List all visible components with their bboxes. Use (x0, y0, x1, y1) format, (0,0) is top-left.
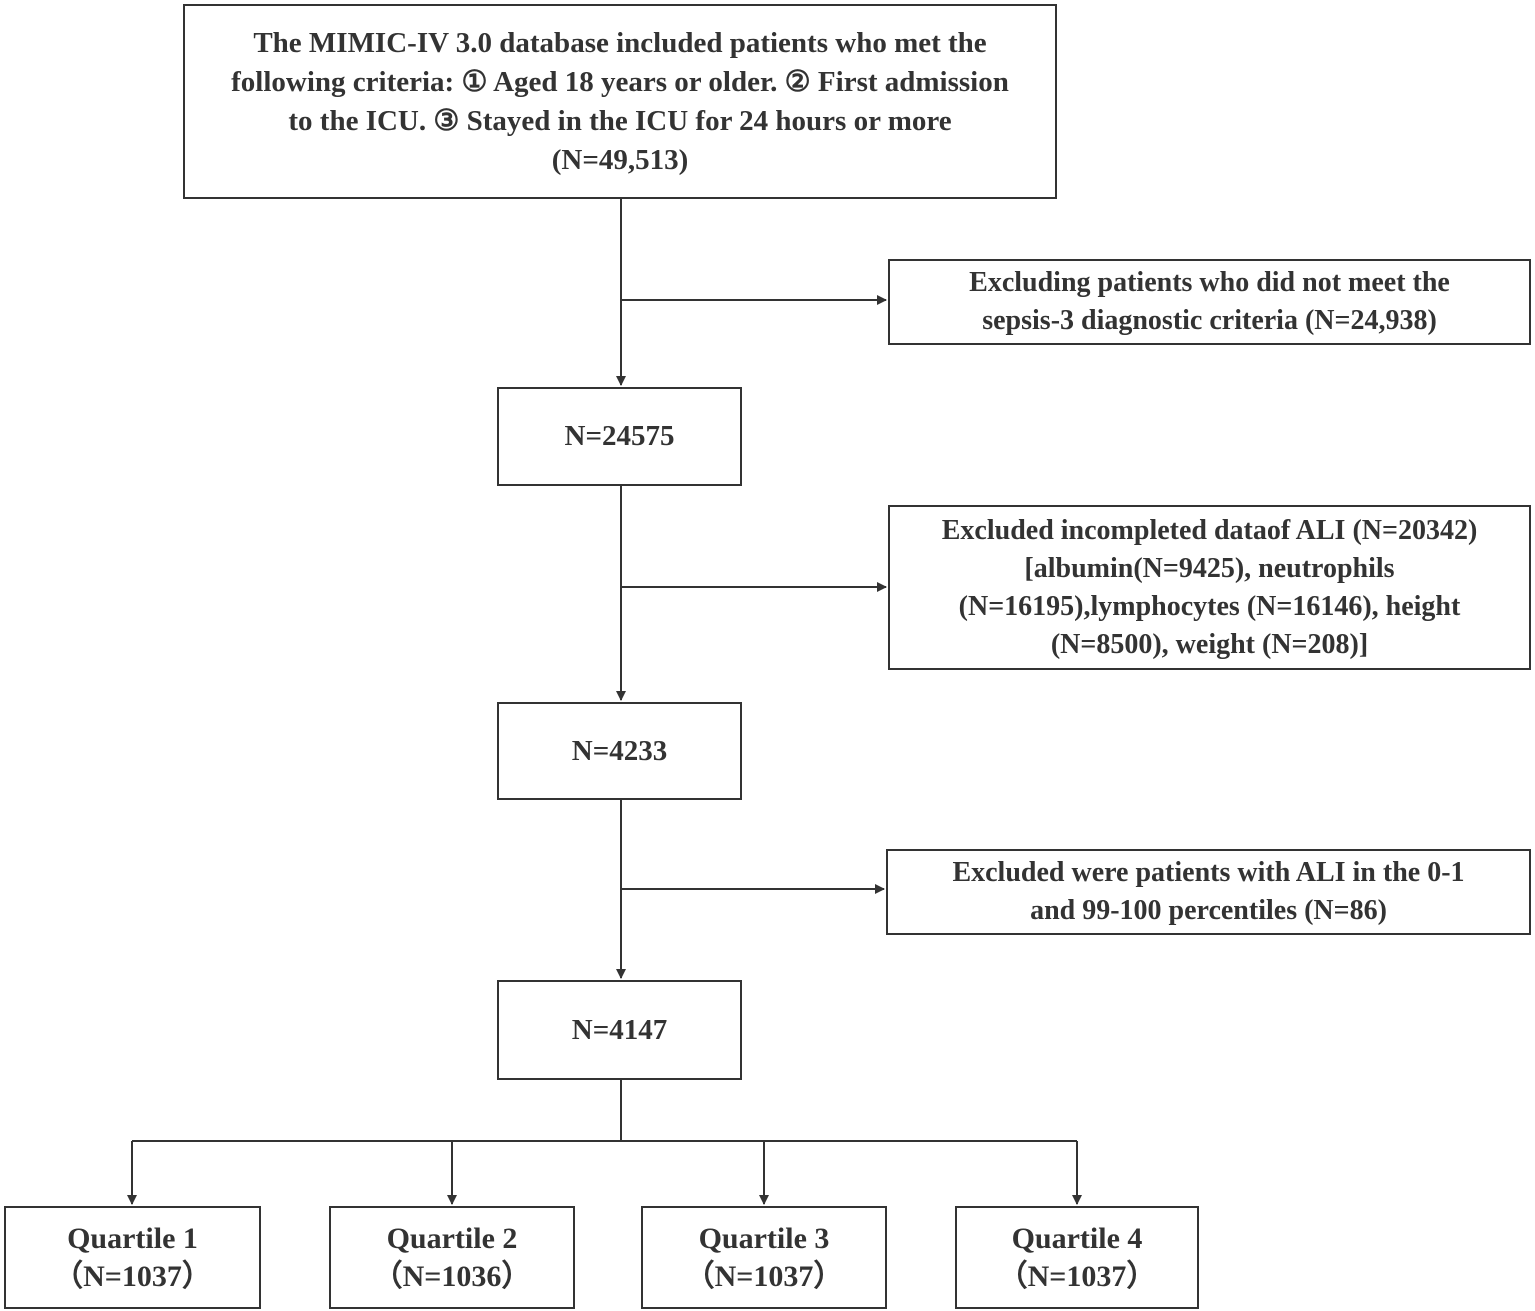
quartile-count: （N=1037） (684, 1259, 844, 1293)
exclusion-line: Excluding patients who did not meet the (969, 267, 1450, 298)
quartile-name: Quartile 3 (698, 1221, 830, 1255)
criteria-line: to the ICU. ③ Stayed in the ICU for 24 h… (288, 104, 952, 137)
exclusion-line: (N=8500), weight (N=208)] (1050, 628, 1369, 660)
exclusion-line: (N=16195),lymphocytes (N=16146), height (958, 590, 1461, 622)
quartile-box-1: Quartile 1 （N=1037） (4, 1206, 261, 1309)
quartile-name: Quartile 4 (1011, 1221, 1143, 1255)
quartile-box-3: Quartile 3 （N=1037） (641, 1206, 887, 1309)
exclusion-line: Excluded incompleted dataof ALI (N=20342… (941, 514, 1478, 546)
quartile-box-2: Quartile 2 （N=1036） (329, 1206, 575, 1309)
criteria-count: (N=49,513) (551, 143, 689, 176)
step-count-label: N=24575 (564, 420, 675, 452)
quartile-box-4: Quartile 4 （N=1037） (955, 1206, 1199, 1309)
step-count-label: N=4233 (571, 734, 668, 767)
criteria-line: following criteria: ① Aged 18 years or o… (231, 65, 1009, 98)
quartile-count: （N=1036） (372, 1259, 532, 1293)
exclusion-box-percentiles: Excluded were patients with ALI in the 0… (886, 849, 1531, 935)
exclusion-line: sepsis-3 diagnostic criteria (N=24,938) (982, 305, 1437, 336)
step-box-n1: N=24575 (497, 387, 742, 486)
quartile-count: （N=1037） (53, 1259, 212, 1293)
step-box-n2: N=4233 (497, 702, 742, 800)
step-box-n3: N=4147 (497, 980, 742, 1080)
criteria-line: The MIMIC-IV 3.0 database included patie… (253, 26, 987, 59)
inclusion-criteria-box: The MIMIC-IV 3.0 database included patie… (183, 4, 1057, 199)
exclusion-line: Excluded were patients with ALI in the 0… (952, 857, 1465, 888)
quartile-name: Quartile 2 (386, 1221, 518, 1255)
exclusion-box-incomplete-ali: Excluded incompleted dataof ALI (N=20342… (888, 505, 1531, 670)
quartile-name: Quartile 1 (67, 1221, 198, 1255)
exclusion-line: and 99-100 percentiles (N=86) (1030, 895, 1387, 926)
quartile-count: （N=1037） (997, 1259, 1157, 1293)
exclusion-box-sepsis: Excluding patients who did not meet the … (888, 259, 1531, 345)
exclusion-line: [albumin(N=9425), neutrophils (1024, 552, 1395, 584)
step-count-label: N=4147 (571, 1013, 668, 1046)
